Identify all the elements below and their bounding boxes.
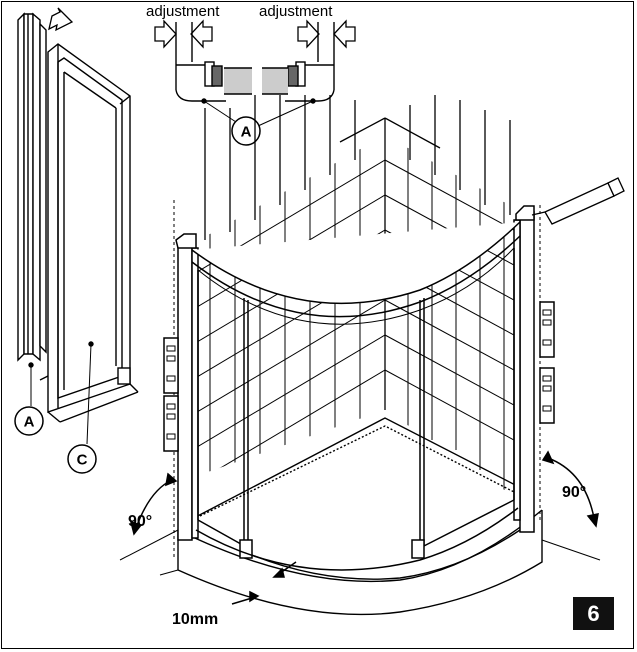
- callout-leader-a-left: [28, 362, 34, 406]
- callout-circle-a-left: [14, 406, 44, 436]
- adjustment-arrow-icon: [154, 19, 356, 49]
- gap-arrow-icon: [159, 561, 297, 605]
- adjustment-label-right: adjustment: [259, 3, 333, 20]
- callout-circle-a-top: [231, 116, 261, 146]
- shower-tray: [177, 417, 543, 616]
- callout-circle-c: [67, 444, 97, 474]
- wall-bracket-left-lower: [163, 395, 179, 452]
- angle-label-left: 90°: [128, 513, 152, 530]
- step-number-badge: 6: [573, 597, 614, 630]
- angle-arrow-left-icon: [119, 472, 179, 561]
- callout-c: C: [77, 452, 88, 469]
- callout-a-left: A: [24, 414, 35, 431]
- profile-cross-section: [175, 22, 335, 102]
- tiled-walls: [185, 135, 527, 505]
- angle-arrow-right-icon: [541, 450, 601, 561]
- wall-bracket-right: [539, 301, 555, 358]
- shower-enclosure: [173, 200, 541, 571]
- gap-label: 10mm: [172, 611, 218, 628]
- callout-leader-c: [86, 341, 94, 445]
- wall-bracket-left: [163, 337, 179, 394]
- adjustment-label-left: adjustment: [146, 3, 220, 20]
- wall-profile-part: [17, 12, 47, 362]
- sealant-tube-icon: [531, 177, 625, 225]
- callout-leader-lines: [201, 98, 316, 127]
- adjustment-detail: adjustment adjustment: [146, 3, 356, 146]
- angle-label-right: 90°: [562, 484, 586, 501]
- door-panel-part: [39, 43, 139, 423]
- callout-a-top: A: [241, 124, 252, 141]
- wall-bracket-right-lower: [539, 367, 555, 424]
- direction-arrow-icon: [48, 7, 74, 32]
